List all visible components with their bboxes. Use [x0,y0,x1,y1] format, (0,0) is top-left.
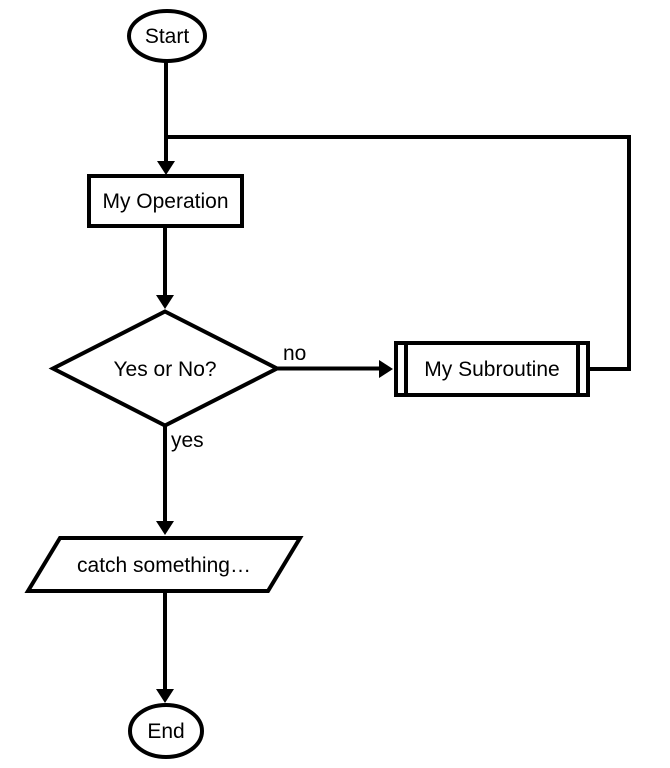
edge-subroutine-loop-back [164,135,631,371]
arrowhead-into-subroutine [379,360,393,378]
node-label-end: End [147,720,184,743]
arrowhead-into-operation [157,161,175,175]
node-label-start: Start [145,25,190,48]
subroutine-rect [394,341,590,397]
node-label-operation: My Operation [102,190,228,213]
terminator-ellipse-start [127,9,207,63]
edge-label-yes: yes [171,429,204,452]
node-io: catch something… [24,536,304,593]
node-subroutine: My Subroutine [394,341,590,397]
process-rect-operation [87,174,244,228]
terminator-ellipse-end [128,703,204,759]
node-operation: My Operation [87,174,244,228]
node-start: Start [127,9,207,63]
arrowhead-into-end [156,689,174,703]
nodes: Start My Operation Yes or No? My Subrout… [24,9,590,759]
node-label-decision: Yes or No? [113,358,216,381]
arrowhead-into-io [156,521,174,535]
node-label-subroutine: My Subroutine [424,358,559,381]
io-parallelogram [24,536,304,593]
edge-label-no: no [283,342,306,365]
node-label-io: catch something… [77,554,251,577]
decision-diamond [48,309,282,428]
node-end: End [128,703,204,759]
arrowhead-into-decision [156,295,174,309]
node-decision: Yes or No? [48,309,282,428]
edges: no yes [156,62,631,703]
